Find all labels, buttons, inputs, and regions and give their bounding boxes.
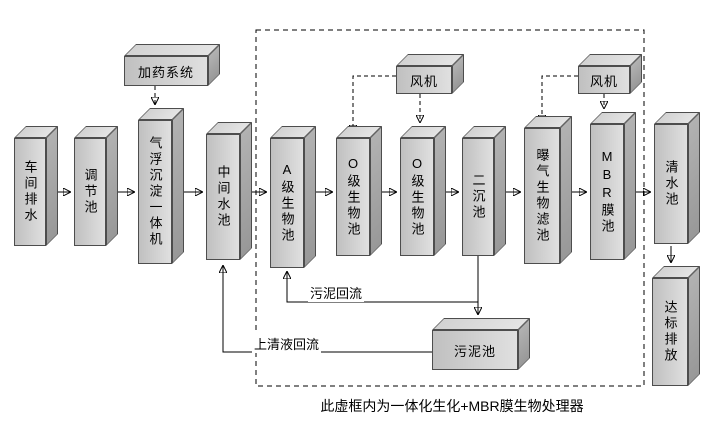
box-front-face: 曝气生物滤池 [524,128,560,264]
box-front-face: 风机 [578,66,630,94]
box-top-face [432,318,530,330]
box-front-face: 车间排水 [14,138,46,246]
box-side-face [494,126,506,256]
box-side-face [240,122,252,260]
node-label: 清水池 [663,160,679,208]
node-label: MBR膜池 [599,149,615,235]
box-side-face [172,108,184,264]
box-front-face: O级生物池 [336,138,370,256]
supernatant-return-label: 上清液回流 [252,334,322,353]
node-label: 达标排放 [662,300,678,364]
box-front-face: 污泥池 [432,330,518,370]
node-label: O级生物池 [345,156,361,238]
node-label: 气浮沉淀一体机 [147,136,163,248]
node-label: 二沉池 [470,173,486,221]
node-label: A级生物池 [279,162,295,244]
box-side-face [560,116,572,264]
box-top-face [124,44,220,56]
box-side-face [688,266,700,386]
node-label: 中间水池 [215,165,231,229]
box-side-face [46,126,58,246]
sludge-return-label: 污泥回流 [308,283,365,302]
node-label: 曝气生物滤池 [534,148,550,244]
box-side-face [106,126,118,246]
box-front-face: 气浮沉淀一体机 [138,120,172,264]
box-front-face: 达标排放 [652,278,688,386]
box-front-face: 清水池 [654,124,688,244]
box-front-face: MBR膜池 [590,124,624,260]
box-side-face [434,126,446,256]
node-label: 车间排水 [22,160,38,224]
box-front-face: 加药系统 [124,56,208,86]
node-label: 风机 [409,73,438,89]
node-label: 调节池 [82,168,98,216]
box-side-face [370,126,382,256]
box-front-face: O级生物池 [400,138,434,256]
box-front-face: 风机 [396,66,452,94]
node-label: 污泥池 [453,343,496,359]
diagram-caption: 此虚框内为一体化生化+MBR膜生物处理器 [320,398,584,414]
node-label: 风机 [589,73,618,89]
box-front-face: 二沉池 [462,138,494,256]
box-side-face [304,126,316,268]
box-front-face: 中间水池 [206,134,240,260]
box-side-face [624,112,636,260]
box-side-face [688,112,700,244]
node-label: 加药系统 [137,64,194,80]
box-front-face: A级生物池 [270,138,304,268]
node-label: O级生物池 [409,156,425,238]
box-front-face: 调节池 [74,138,106,246]
